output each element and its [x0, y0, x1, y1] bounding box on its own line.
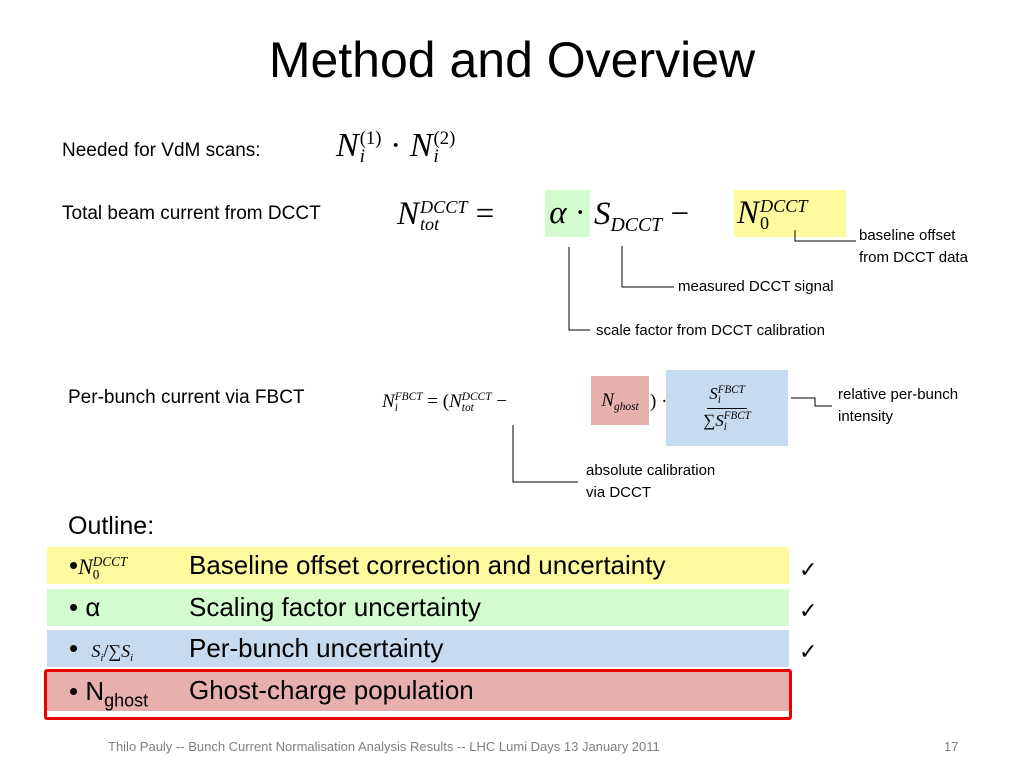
outline-item-ghost: • Nghost Ghost-charge population: [47, 672, 789, 711]
note-absolute-calibration: absolute calibration via DCCT: [586, 460, 715, 504]
note-scale-factor: scale factor from DCCT calibration: [596, 322, 825, 339]
note-line: intensity: [838, 408, 894, 425]
s-dcct-term: SDCCT −: [594, 196, 690, 236]
outline-item-per-bunch: • Si/∑Si Per-bunch uncertainty: [47, 630, 789, 667]
note-line: baseline offset: [859, 227, 956, 244]
slide-title: Method and Overview: [268, 32, 756, 88]
product-dot: ·: [389, 127, 402, 164]
note-baseline-offset: baseline offset from DCCT data: [859, 225, 968, 269]
note-relative-intensity: relative per-bunch intensity: [838, 384, 958, 428]
note-line: relative per-bunch: [838, 386, 959, 403]
outline-item-text: Ghost-charge population: [189, 675, 474, 705]
relative-intensity-connector: [791, 397, 832, 407]
vdm-label: Needed for VdM scans:: [62, 140, 261, 161]
n-ghost-term: Nghost: [591, 376, 649, 425]
note-line: via DCCT: [586, 484, 652, 501]
total-current-label: Total beam current from DCCT: [62, 203, 321, 224]
absolute-calibration-connector: [512, 425, 578, 483]
measured-signal-connector: [621, 246, 674, 288]
scale-factor-connector: [568, 247, 590, 331]
ghost-subscript: ghost: [104, 690, 149, 711]
note-line: from DCCT data: [859, 249, 968, 266]
alpha-symbol: α: [85, 592, 101, 622]
outline-item-text: Per-bunch uncertainty: [189, 633, 444, 663]
outline-heading: Outline:: [68, 512, 155, 540]
outline-item-text: Baseline offset correction and uncertain…: [189, 550, 666, 580]
outline-item-text: Scaling factor uncertainty: [189, 592, 481, 622]
checkmark-baseline: ✓: [799, 557, 818, 582]
per-bunch-label: Per-bunch current via FBCT: [68, 387, 305, 408]
fbct-formula-mid: ) ·: [650, 391, 668, 412]
checkmark-per-bunch: ✓: [799, 639, 818, 664]
outline-bullet: • Nghost: [69, 676, 149, 711]
n-symbol: N: [85, 676, 105, 706]
note-measured-signal: measured DCCT signal: [678, 278, 834, 295]
baseline-connector: [794, 230, 856, 242]
footer-text: Thilo Pauly -- Bunch Current Normalisati…: [108, 739, 660, 754]
checkmark-alpha: ✓: [799, 598, 818, 623]
outline-bullet: • Si/∑Si: [69, 633, 134, 664]
outline-bullet: • α: [69, 592, 101, 622]
vdm-formula: N(1)i · N(2)i: [336, 127, 456, 168]
note-line: absolute calibration: [586, 462, 716, 479]
alpha-term: α ·: [545, 190, 590, 237]
outline-item-alpha: • α Scaling factor uncertainty: [47, 589, 789, 626]
page-number: 17: [944, 739, 959, 754]
ghost-highlight-frame: [44, 669, 792, 720]
